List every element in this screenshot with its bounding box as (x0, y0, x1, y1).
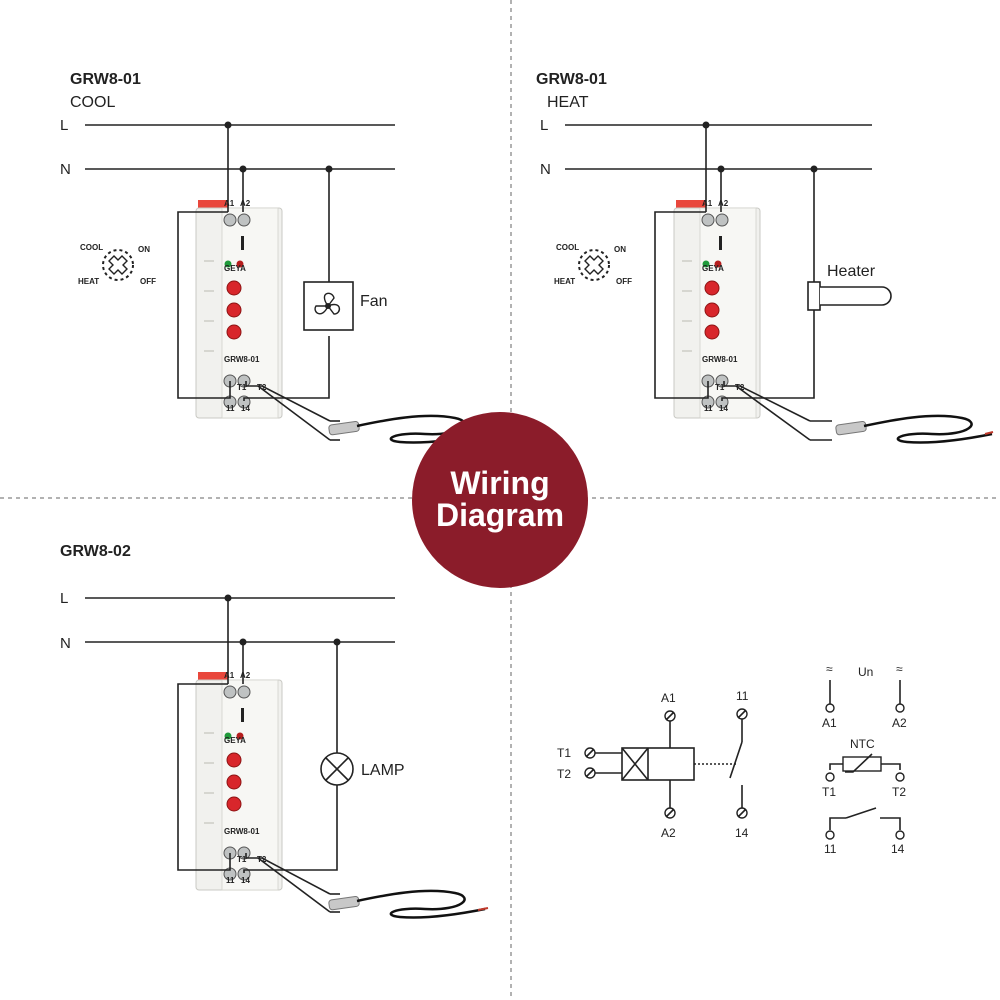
heat-l-label: L (540, 117, 548, 134)
schematic-panel: A1 A2 T1 T2 11 (557, 662, 907, 856)
lamp-l-label: L (60, 590, 68, 607)
heat-switch-off-label: OFF (616, 277, 632, 286)
lamp-term-a2: A2 (240, 671, 251, 680)
cool-term-a2: A2 (240, 199, 251, 208)
supply-tilde-left: ≈ (826, 662, 833, 676)
cool-switch-heat-label: HEAT (78, 277, 99, 286)
terminal-a1-label: A1 (822, 716, 837, 730)
lamp-term-t2: T2 (257, 855, 267, 864)
contact-14-label: 14 (735, 826, 749, 840)
contact-11-label: 11 (736, 689, 749, 703)
cool-term-t1: T1 (237, 383, 247, 392)
cool-brand: GEYA (224, 264, 246, 273)
coil-a1-label: A1 (661, 691, 676, 705)
cool-term-t2: T2 (257, 383, 267, 392)
heater-icon (807, 281, 821, 311)
heat-term-t2: T2 (735, 383, 745, 392)
lamp-term-t1: T1 (237, 855, 247, 864)
cool-panel: GRW8-01 COOL L N Fan COOL ON HEAT OFF A1… (60, 71, 487, 444)
heat-mode-title: HEAT (547, 94, 589, 111)
cool-term-14: 14 (241, 404, 250, 413)
heat-switch-on-label: ON (614, 245, 626, 254)
heat-panel: GRW8-01 HEAT L N Heater COOL ON HEAT OFF… (536, 71, 994, 444)
heat-term-11: 11 (704, 404, 713, 413)
lamp-term-a1: A1 (224, 671, 235, 680)
terminal-a2-label: A2 (892, 716, 907, 730)
supply-un-label: Un (858, 665, 873, 679)
cool-device-model: GRW8-01 (224, 355, 260, 364)
heat-switch-heat-label: HEAT (554, 277, 575, 286)
terminal-map: Un ≈ ≈ A1 A2 NTC T1 T2 11 14 (822, 662, 907, 856)
coil-t1-label: T1 (557, 746, 571, 760)
lamp-panel: GRW8-02 L N LAMP A1 A2 GEYA GRW8-01 T1 T… (60, 543, 489, 919)
contact-symbol: 11 14 (729, 689, 749, 840)
ntc-label: NTC (850, 737, 875, 751)
cool-mode-title: COOL (70, 94, 115, 111)
heat-n-label: N (540, 161, 551, 178)
heat-brand: GEYA (702, 264, 724, 273)
badge-line1: Wiring (450, 465, 549, 501)
heat-term-a2: A2 (718, 199, 729, 208)
heat-term-a1: A1 (702, 199, 713, 208)
lamp-label: LAMP (361, 762, 405, 779)
supply-tilde-right: ≈ (896, 662, 903, 676)
cool-l-label: L (60, 117, 68, 134)
heat-term-t1: T1 (715, 383, 725, 392)
coil-t2-label: T2 (557, 767, 571, 781)
heat-mode-switch-icon (578, 249, 610, 281)
terminal-14-label: 14 (891, 842, 905, 856)
heater-label: Heater (827, 263, 876, 280)
lamp-term-11: 11 (226, 876, 235, 885)
lamp-brand: GEYA (224, 736, 246, 745)
heat-switch-cool-label: COOL (556, 243, 579, 252)
lamp-model-title: GRW8-02 (60, 543, 131, 560)
cool-term-a1: A1 (224, 199, 235, 208)
cool-switch-off-label: OFF (140, 277, 156, 286)
coil-symbol: A1 A2 T1 T2 (557, 691, 736, 840)
cool-mode-switch-icon (102, 249, 134, 281)
badge-circle (412, 412, 588, 588)
cool-term-11: 11 (226, 404, 235, 413)
fan-label: Fan (360, 293, 388, 310)
lamp-term-14: 14 (241, 876, 250, 885)
heat-device-model: GRW8-01 (702, 355, 738, 364)
lamp-device-model: GRW8-01 (224, 827, 260, 836)
terminal-t1-label: T1 (822, 785, 836, 799)
coil-a2-label: A2 (661, 826, 676, 840)
lamp-n-label: N (60, 635, 71, 652)
heat-probe (834, 414, 994, 444)
cool-n-label: N (60, 161, 71, 178)
cool-model-title: GRW8-01 (70, 71, 141, 88)
terminal-t2-label: T2 (892, 785, 906, 799)
cool-switch-cool-label: COOL (80, 243, 103, 252)
terminal-11-label: 11 (824, 842, 837, 856)
heat-model-title: GRW8-01 (536, 71, 607, 88)
wiring-diagram-badge: Wiring Diagram (412, 412, 588, 588)
cool-switch-on-label: ON (138, 245, 150, 254)
lamp-probe (327, 889, 487, 919)
badge-line2: Diagram (436, 497, 564, 533)
heat-term-14: 14 (719, 404, 728, 413)
